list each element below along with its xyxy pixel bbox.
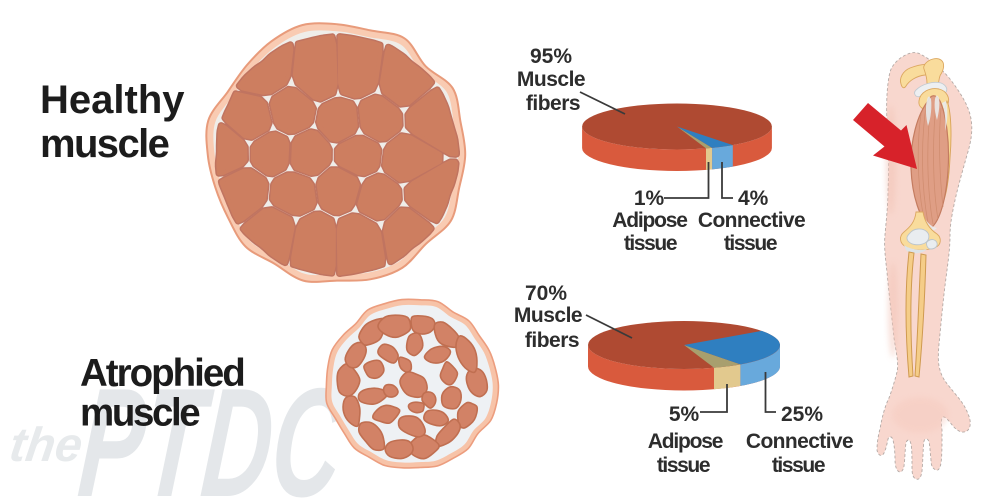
svg-text:muscle: muscle xyxy=(40,122,169,166)
svg-text:Atrophied: Atrophied xyxy=(80,352,244,395)
svg-text:muscle: muscle xyxy=(80,392,200,435)
svg-text:Muscle: Muscle xyxy=(517,68,585,91)
svg-text:tissue: tissue xyxy=(772,454,825,477)
svg-text:25%: 25% xyxy=(781,403,823,426)
svg-text:PTDC: PTDC xyxy=(73,357,351,500)
svg-text:95%: 95% xyxy=(530,45,572,68)
svg-text:Adipose: Adipose xyxy=(612,209,687,232)
svg-text:4%: 4% xyxy=(738,187,769,210)
svg-text:Connective: Connective xyxy=(698,209,805,232)
svg-text:tissue: tissue xyxy=(624,232,677,255)
svg-text:tissue: tissue xyxy=(657,454,710,477)
svg-text:fibers: fibers xyxy=(526,92,580,115)
svg-text:1%: 1% xyxy=(634,187,665,210)
svg-text:Connective: Connective xyxy=(746,430,853,453)
svg-text:fibers: fibers xyxy=(525,329,579,352)
svg-text:tissue: tissue xyxy=(724,232,777,255)
svg-text:the: the xyxy=(6,418,86,472)
svg-text:Healthy: Healthy xyxy=(40,78,185,122)
svg-text:70%: 70% xyxy=(525,282,567,305)
svg-text:5%: 5% xyxy=(669,403,700,426)
svg-text:Adipose: Adipose xyxy=(648,430,723,453)
svg-text:Muscle: Muscle xyxy=(514,304,582,327)
